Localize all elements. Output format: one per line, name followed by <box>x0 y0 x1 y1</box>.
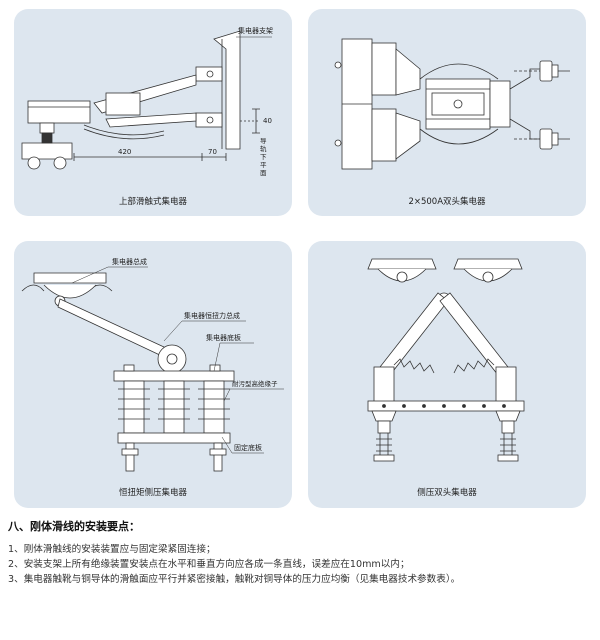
caption-top-sliding-collector: 上部滑触式集电器 <box>118 197 187 207</box>
section-title: 八、刚体滑线的安装要点： <box>8 520 140 533</box>
panel-top-sliding-collector: 集电器支架 420 70 40 导轨下平面 上部滑触式集电器 <box>14 9 292 216</box>
list-item: 2、安装支架上所有绝缘装置安装点在水平和垂直方向应各成一条直线，误差应在10mm… <box>8 559 410 570</box>
side-pressure-double-collector-drawing <box>367 258 525 462</box>
caption-side-pressure-double-head: 侧压双头集电器 <box>417 488 477 498</box>
label-rail-plane: 导轨下平面 <box>260 137 267 177</box>
installation-notes-section: 八、刚体滑线的安装要点： 1、刚体滑触线的安装装置应与固定梁紧固连接； 2、安装… <box>8 518 596 587</box>
installation-notes-list: 1、刚体滑触线的安装装置应与固定梁紧固连接； 2、安装支架上所有绝缘装置安装点在… <box>8 542 596 587</box>
double-head-collector-drawing <box>334 38 570 170</box>
list-item: 3、集电器触靴与铜导体的滑触面应平行并紧密接触，触靴对铜导体的压力应均衡（见集电… <box>8 574 461 585</box>
constant-torque-collector-drawing <box>21 266 284 472</box>
top-sliding-collector-drawing <box>21 30 272 170</box>
caption-constant-torque-collector: 恒扭矩侧压集电器 <box>118 488 187 498</box>
panel-double-head-500a: 2×500A双头集电器 <box>308 9 586 216</box>
list-item: 1、刚体滑触线的安装装置应与固定梁紧固连接； <box>8 544 216 555</box>
caption-double-head-500a: 2×500A双头集电器 <box>408 197 486 207</box>
panel-constant-torque-collector: 集电器总成 集电器恒扭力总成 集电器底板 耐污型高绝缘子 固定底板 恒扭矩侧压集… <box>14 241 292 508</box>
panel-side-pressure-double-head: 侧压双头集电器 <box>308 241 586 508</box>
